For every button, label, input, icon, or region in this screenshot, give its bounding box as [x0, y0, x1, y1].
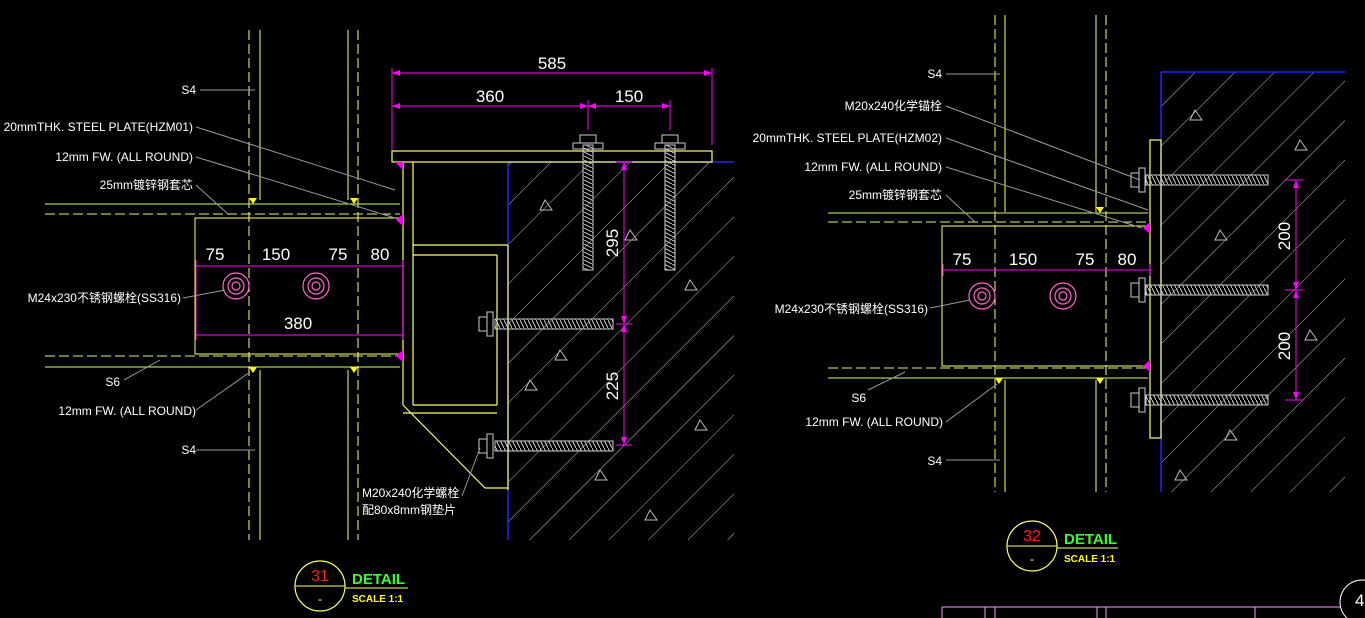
detail-32-scale: SCALE 1:1 [1064, 554, 1116, 565]
leaders-31 [123, 89, 481, 497]
dim-75a-31: 75 [206, 245, 225, 264]
detail-31-title: 31 - DETAIL SCALE 1:1 [294, 560, 408, 612]
bolt-circle-32b [1049, 282, 1077, 310]
label-fw-bottom-31: 12mm FW. (ALL ROUND) [58, 404, 196, 418]
welds-32 [1143, 222, 1150, 372]
dim-200a-32: 200 [1275, 222, 1294, 250]
dim-380: 380 [284, 314, 312, 333]
dim-80-32: 80 [1118, 250, 1137, 269]
detail-32-title: 32 - DETAIL SCALE 1:1 [1006, 520, 1118, 572]
label-bolt-31: M24x230不锈钢螺栓(SS316) [28, 290, 181, 305]
leaders-32 [867, 73, 1149, 461]
label-core-32: 25mm镀锌钢套芯 [849, 188, 942, 202]
dim-150-32: 150 [1009, 250, 1037, 269]
label-fw-top-31: 12mm FW. (ALL ROUND) [55, 150, 193, 164]
label-anchor-line1-31: M20x240化学螺栓 [362, 485, 459, 500]
label-s4-bottom-31: S4 [181, 443, 196, 457]
label-s6-31: S6 [105, 375, 120, 389]
anchor-rod-31a [572, 134, 604, 271]
core-sleeve-32 [941, 225, 1151, 367]
detail-32-word: DETAIL [1064, 531, 1117, 548]
label-plate-31: 20mmTHK. STEEL PLATE(HZM01) [4, 120, 193, 134]
anchor-rod-32c [1130, 387, 1269, 413]
dim-75b-31: 75 [329, 245, 348, 264]
dim-225: 225 [603, 372, 622, 400]
dimension-arrows-31 [392, 70, 712, 445]
anchor-rod-31b [654, 134, 686, 271]
dim-150-top: 150 [615, 87, 643, 106]
welds-31-yellow [249, 198, 358, 373]
column-s4-32 [994, 15, 1107, 492]
label-s4-top-31: S4 [181, 83, 196, 97]
detail-31-dash: - [318, 592, 322, 606]
dimensions-31 [195, 68, 713, 446]
detail-31-word: DETAIL [352, 571, 405, 588]
label-bolt-32: M24x230不锈钢螺栓(SS316) [775, 301, 928, 316]
next-detail-fragment [941, 579, 1365, 618]
label-fw-top-32: 12mm FW. (ALL ROUND) [804, 160, 942, 174]
label-s4-top-32: S4 [927, 67, 942, 81]
label-s4-bottom-32: S4 [927, 454, 942, 468]
corner-fragment-number: 4 [1355, 591, 1364, 610]
dim-150-31: 150 [262, 245, 290, 264]
dim-360: 360 [476, 87, 504, 106]
bolt-circle-31a [222, 272, 250, 300]
concrete-wall-31 [507, 161, 734, 540]
label-plate-32: 20mmTHK. STEEL PLATE(HZM02) [753, 131, 942, 145]
label-anchor-line2-31: 配80x8mm钢垫片 [362, 502, 456, 517]
dim-75a-32: 75 [953, 250, 972, 269]
beam-s6-31 [45, 203, 400, 368]
dim-75b-32: 75 [1076, 250, 1095, 269]
dim-295: 295 [603, 229, 622, 257]
anchor-rod-32b [1130, 277, 1269, 303]
detail-32-number: 32 [1023, 528, 1041, 545]
dim-200b-32: 200 [1275, 332, 1294, 360]
welds-32-yellow [995, 207, 1104, 384]
detail-31 [45, 30, 734, 540]
detail-31-scale: SCALE 1:1 [352, 594, 404, 605]
dim-80-31: 80 [371, 245, 390, 264]
label-core-31: 25mm镀锌钢套芯 [100, 178, 193, 192]
dim-585: 585 [538, 54, 566, 73]
detail-32-dash: - [1030, 552, 1034, 566]
label-s6-32: S6 [851, 391, 866, 405]
label-anchor-32: M20x240化学锚栓 [845, 98, 942, 113]
anchor-rod-31c [478, 311, 614, 337]
bolt-circle-31b [302, 272, 330, 300]
beam-s6-32 [828, 212, 1148, 379]
detail-32 [828, 15, 1365, 618]
anchor-rod-31d [478, 433, 614, 459]
bolt-circle-32a [968, 282, 996, 310]
welds-31 [395, 162, 403, 362]
concrete-wall-32 [1160, 71, 1345, 492]
core-sleeve-31 [194, 217, 404, 355]
dimension-arrows-32 [1293, 180, 1299, 400]
label-fw-bottom-32: 12mm FW. (ALL ROUND) [805, 415, 943, 429]
detail-31-number: 31 [311, 568, 329, 585]
text-layer: S4 20mmTHK. STEEL PLATE(HZM01) 12mm FW. … [4, 54, 1364, 612]
